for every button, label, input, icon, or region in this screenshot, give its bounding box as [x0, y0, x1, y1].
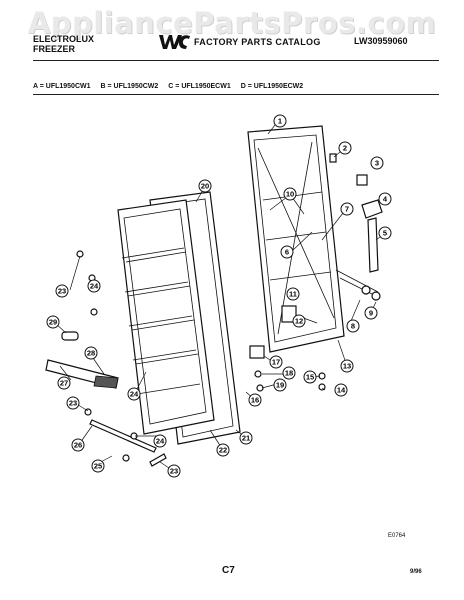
svg-text:23: 23 — [69, 399, 77, 408]
catalog-header: FACTORY PARTS CATALOG — [157, 33, 321, 51]
header-rule-bottom — [33, 94, 439, 95]
callout-11: 11 — [286, 287, 300, 301]
catalog-title: FACTORY PARTS CATALOG — [194, 37, 321, 47]
svg-text:21: 21 — [242, 434, 250, 443]
svg-text:16: 16 — [251, 396, 259, 405]
svg-text:2: 2 — [343, 144, 347, 153]
callout-1: 1 — [273, 114, 287, 128]
callout-20: 20 — [198, 179, 212, 193]
callout-17: 17 — [269, 355, 283, 369]
svg-text:13: 13 — [343, 362, 351, 371]
svg-text:9: 9 — [369, 309, 373, 318]
svg-text:24: 24 — [90, 282, 99, 291]
callout-13: 13 — [340, 359, 354, 373]
callout-16: 16 — [248, 393, 262, 407]
callout-4: 4 — [378, 192, 392, 206]
svg-text:29: 29 — [49, 318, 57, 327]
callout-6: 6 — [280, 245, 294, 259]
callout-12: 12 — [292, 314, 306, 328]
callouts: 1 2 3 4 5 6 7 8 9 10 11 12 13 14 15 16 1… — [46, 114, 392, 478]
callout-26: 26 — [71, 438, 85, 452]
callout-23-c: 23 — [167, 464, 181, 478]
callout-8: 8 — [346, 319, 360, 333]
catalog-number: LW30959060 — [354, 36, 408, 46]
svg-text:14: 14 — [337, 386, 346, 395]
svg-text:20: 20 — [201, 182, 209, 191]
svg-text:3: 3 — [375, 159, 379, 168]
callout-3: 3 — [370, 156, 384, 170]
svg-text:22: 22 — [219, 446, 227, 455]
svg-text:24: 24 — [130, 390, 139, 399]
part-11-lock — [281, 305, 297, 323]
callout-7: 7 — [340, 202, 354, 216]
wci-logo-icon — [159, 35, 190, 49]
model-a: A = UFL1950CW1 — [33, 83, 91, 90]
callout-14: 14 — [334, 383, 348, 397]
callout-25: 25 — [91, 459, 105, 473]
model-b: B = UFL1950CW2 — [100, 83, 159, 90]
figure-code: E0764 — [388, 533, 406, 539]
callout-15: 15 — [303, 370, 317, 384]
callout-18: 18 — [282, 366, 296, 380]
part-4-hinge — [361, 199, 383, 219]
part-17-hinge — [249, 345, 265, 359]
brand-block: ELECTROLUX FREEZER — [33, 34, 94, 54]
model-d: D = UFL1950ECW2 — [240, 83, 304, 90]
svg-text:15: 15 — [306, 373, 314, 382]
callout-5: 5 — [378, 226, 392, 240]
svg-text:12: 12 — [295, 317, 303, 326]
callout-22: 22 — [216, 443, 230, 457]
hardware — [61, 153, 383, 467]
callout-19: 19 — [273, 378, 287, 392]
callout-21: 21 — [239, 431, 253, 445]
page-number: C7 — [222, 565, 235, 576]
model-list: A = UFL1950CW1 B = UFL1950CW2 C = UFL195… — [33, 83, 433, 90]
callout-27: 27 — [57, 376, 71, 390]
outer-door-panel — [247, 125, 345, 353]
watermark: AppliancePartsPros.com — [27, 6, 437, 40]
callout-24-c: 24 — [153, 434, 167, 448]
svg-text:10: 10 — [286, 190, 294, 199]
svg-text:5: 5 — [383, 229, 387, 238]
inner-door-liner — [117, 199, 215, 435]
svg-text:24: 24 — [156, 437, 165, 446]
callout-10: 10 — [283, 187, 297, 201]
svg-text:25: 25 — [94, 462, 102, 471]
callout-29: 29 — [46, 315, 60, 329]
svg-text:23: 23 — [170, 467, 178, 476]
part-5-bracket — [367, 217, 379, 273]
svg-text:27: 27 — [60, 379, 68, 388]
callout-24-a: 24 — [87, 279, 101, 293]
callout-9: 9 — [364, 306, 378, 320]
svg-text:7: 7 — [345, 205, 349, 214]
svg-text:23: 23 — [58, 287, 66, 296]
svg-text:28: 28 — [87, 349, 95, 358]
svg-text:19: 19 — [276, 381, 284, 390]
svg-text:11: 11 — [289, 290, 297, 299]
svg-text:6: 6 — [285, 248, 289, 257]
part-29-button — [61, 331, 79, 341]
svg-text:4: 4 — [383, 195, 388, 204]
catalog-date: 9/96 — [410, 569, 422, 575]
door-rack — [45, 359, 119, 389]
svg-text:8: 8 — [351, 322, 355, 331]
svg-text:1: 1 — [278, 117, 282, 126]
callout-2: 2 — [338, 141, 352, 155]
callout-24-b: 24 — [127, 387, 141, 401]
callout-23-a: 23 — [55, 284, 69, 298]
model-c: C = UFL1950ECW1 — [168, 83, 231, 90]
callout-28: 28 — [84, 346, 98, 360]
header-rule-top — [33, 60, 439, 61]
svg-text:26: 26 — [74, 441, 82, 450]
svg-text:18: 18 — [285, 369, 293, 378]
part-2-screw — [329, 153, 337, 163]
svg-text:17: 17 — [272, 358, 280, 367]
part-3-cap — [356, 174, 368, 186]
callout-23-b: 23 — [66, 396, 80, 410]
brand-line-1: ELECTROLUX — [33, 34, 95, 44]
brand-line-2: FREEZER — [33, 44, 76, 54]
